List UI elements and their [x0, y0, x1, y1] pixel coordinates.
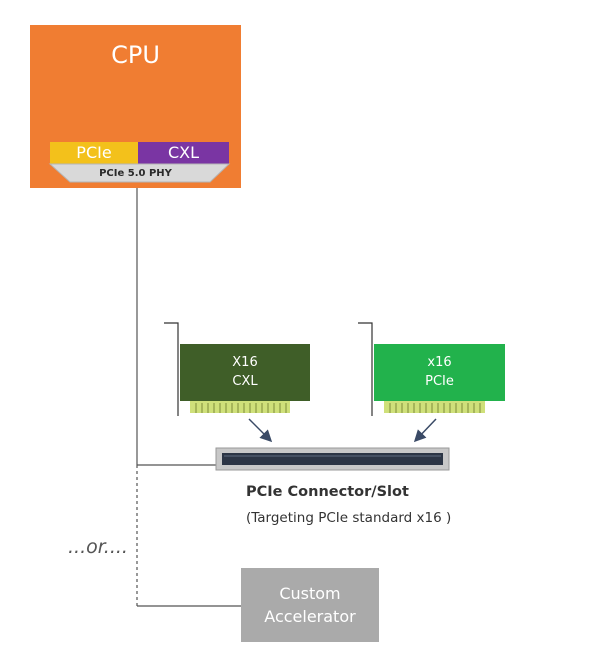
pcie-card-line2: PCIe [425, 374, 454, 389]
cxl-card-line1: X16 [232, 355, 258, 370]
cxl-card-body [180, 344, 310, 401]
cpu-block: CPU PCIe CXL PCIe 5.0 PHY [30, 25, 241, 188]
cxl-card-arrow [248, 418, 273, 443]
custom-accelerator-block: Custom Accelerator [241, 568, 379, 642]
pcie-card-arrow [413, 418, 437, 443]
pcie-card-label: x16 PCIe [374, 353, 505, 391]
accelerator-line1: Custom [279, 584, 341, 603]
cpu-pcie-tag: PCIe [50, 142, 138, 164]
pcie-card-body [374, 344, 505, 401]
cxl-card-bracket [164, 322, 179, 416]
phy-label: PCIe 5.0 PHY [99, 168, 172, 179]
cpu-title: CPU [111, 41, 160, 69]
phy-shape [48, 163, 231, 183]
slot-inner [222, 453, 443, 465]
cxl-card-pins [195, 403, 287, 413]
pcie-card-gold-fingers [384, 401, 485, 413]
or-text: ...or.... [68, 536, 128, 558]
pcie-card-line1: x16 [427, 355, 452, 370]
pcie-card-pins [389, 403, 481, 413]
slot-label: PCIe Connector/Slot [246, 484, 409, 500]
accelerator-line2: Accelerator [264, 607, 356, 626]
cxl-card-line2: CXL [232, 374, 258, 389]
cpu-cxl-tag: CXL [138, 142, 229, 164]
cxl-card-gold-fingers [190, 401, 290, 413]
pcie-card-bracket [358, 322, 373, 416]
cxl-card-label: X16 CXL [180, 353, 310, 391]
slot-sublabel: (Targeting PCIe standard x16 ) [246, 510, 452, 526]
